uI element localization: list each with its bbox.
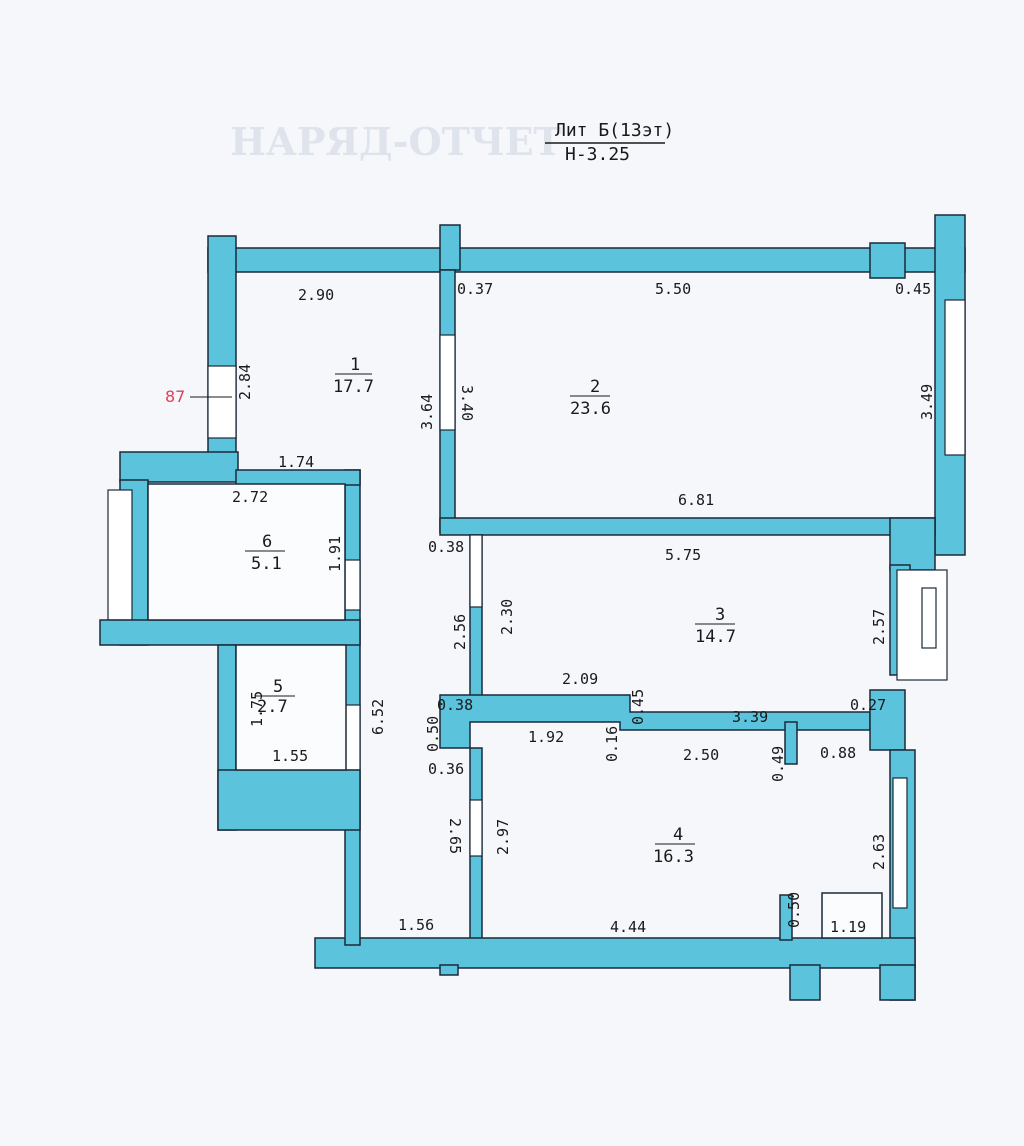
svg-text:3.49: 3.49 — [918, 384, 936, 420]
room-5-label: 5 2.7 — [255, 677, 295, 717]
svg-text:14.7: 14.7 — [695, 627, 736, 647]
svg-text:4: 4 — [673, 825, 683, 845]
svg-text:0.88: 0.88 — [820, 744, 856, 762]
svg-text:1.19: 1.19 — [830, 918, 866, 936]
svg-text:2.57: 2.57 — [870, 609, 888, 645]
svg-text:4.44: 4.44 — [610, 918, 646, 936]
svg-text:0.50: 0.50 — [424, 716, 442, 752]
room-3-label: 3 14.7 — [695, 605, 736, 647]
svg-text:6: 6 — [262, 532, 272, 552]
plan-title: Лит Б(13эт) — [555, 120, 674, 141]
svg-text:3.39: 3.39 — [732, 708, 768, 726]
room-6-label: 6 5.1 — [245, 532, 285, 574]
walls — [99, 214, 966, 1001]
dimension-labels: 2.90 2.84 1.74 3.64 0.37 5.50 0.45 3.40 … — [232, 280, 936, 936]
svg-text:2: 2 — [590, 377, 600, 397]
svg-text:2.7: 2.7 — [257, 697, 288, 717]
svg-text:2.90: 2.90 — [298, 286, 334, 304]
svg-text:2.56: 2.56 — [451, 614, 469, 650]
svg-text:1.91: 1.91 — [326, 536, 344, 572]
svg-text:2.97: 2.97 — [494, 819, 512, 855]
svg-text:0.38: 0.38 — [428, 538, 464, 556]
svg-text:1: 1 — [350, 355, 360, 375]
marker-label: 87 — [165, 387, 185, 406]
svg-text:2.50: 2.50 — [683, 746, 719, 764]
svg-text:6.52: 6.52 — [369, 699, 387, 735]
svg-text:2.65: 2.65 — [446, 818, 464, 854]
svg-text:0.49: 0.49 — [769, 746, 787, 782]
svg-text:17.7: 17.7 — [333, 377, 374, 397]
svg-text:1.75: 1.75 — [248, 691, 266, 727]
svg-text:2.09: 2.09 — [562, 670, 598, 688]
svg-text:0.38: 0.38 — [437, 696, 473, 714]
svg-text:3.40: 3.40 — [458, 385, 476, 421]
svg-text:5: 5 — [273, 677, 283, 697]
svg-text:1.55: 1.55 — [272, 747, 308, 765]
svg-text:0.50: 0.50 — [785, 892, 803, 928]
svg-text:0.45: 0.45 — [895, 280, 931, 298]
svg-text:0.36: 0.36 — [428, 760, 464, 778]
svg-text:6.81: 6.81 — [678, 491, 714, 509]
svg-text:1.92: 1.92 — [528, 728, 564, 746]
svg-text:5.75: 5.75 — [665, 546, 701, 564]
svg-text:2.72: 2.72 — [232, 488, 268, 506]
background-bleed-text: НАРЯД-ОТЧЕТ — [230, 119, 562, 164]
svg-text:16.3: 16.3 — [653, 847, 694, 867]
svg-text:0.37: 0.37 — [457, 280, 493, 298]
svg-text:2.30: 2.30 — [498, 599, 516, 635]
svg-text:23.6: 23.6 — [570, 399, 611, 419]
room-2-label: 2 23.6 — [570, 377, 611, 419]
room-1-label: 1 17.7 — [333, 355, 374, 397]
svg-text:1.74: 1.74 — [278, 453, 314, 471]
svg-text:3.64: 3.64 — [418, 394, 436, 430]
svg-text:1.56: 1.56 — [398, 916, 434, 934]
svg-text:0.16: 0.16 — [603, 726, 621, 762]
plan-height: H-3.25 — [565, 144, 630, 165]
svg-text:3: 3 — [715, 605, 725, 625]
svg-text:2.84: 2.84 — [236, 364, 254, 400]
svg-text:0.45: 0.45 — [629, 689, 647, 725]
svg-text:5.1: 5.1 — [251, 554, 282, 574]
svg-text:0.27: 0.27 — [850, 696, 886, 714]
svg-text:5.50: 5.50 — [655, 280, 691, 298]
room-4-label: 4 16.3 — [653, 825, 695, 867]
svg-text:2.63: 2.63 — [870, 834, 888, 870]
